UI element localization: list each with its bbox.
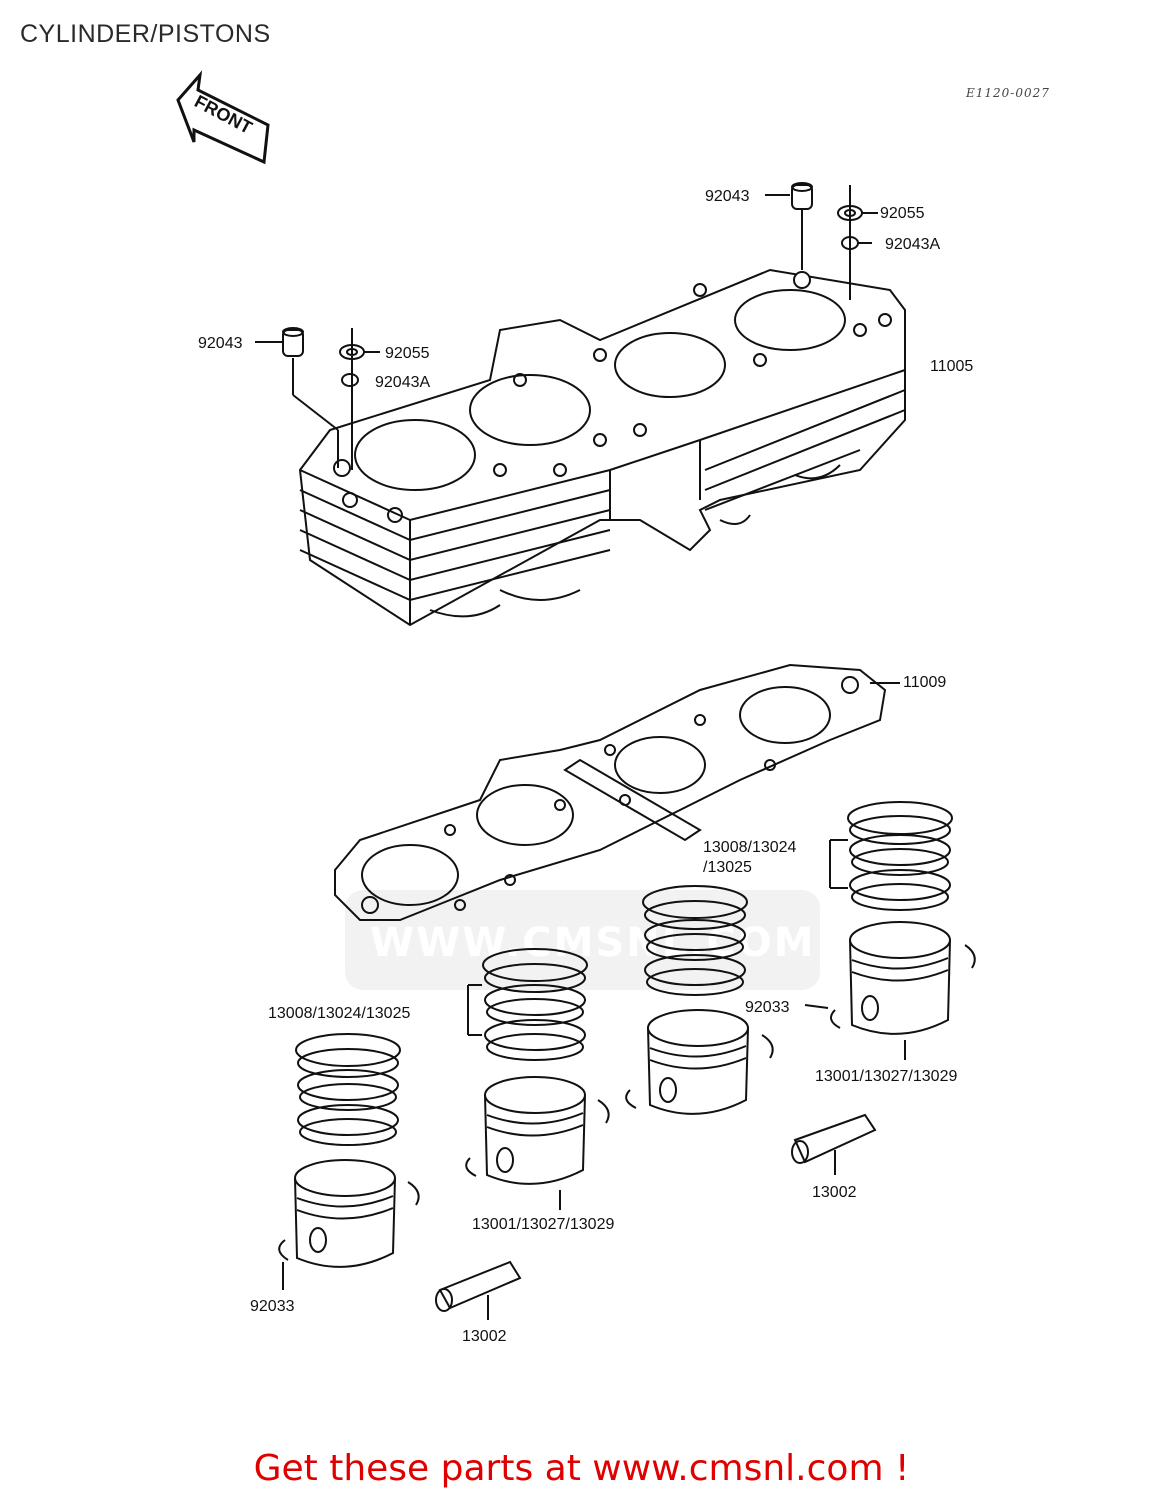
piston-left-middle: [465, 1076, 610, 1210]
promo-link[interactable]: Get these parts at www.cmsnl.com !: [253, 1448, 910, 1489]
label-piston-right: 13001/13027/13029: [815, 1068, 957, 1085]
piston-right: [804, 921, 976, 1060]
piston-left: [278, 1159, 420, 1290]
label-92043-left: 92043: [198, 335, 243, 352]
piston-middle: [625, 1009, 774, 1115]
label-92043-top: 92043: [705, 188, 750, 205]
label-11005: 11005: [930, 358, 973, 375]
page-title: CYLINDER/PISTONS: [20, 20, 271, 48]
label-11009: 11009: [903, 674, 946, 691]
label-13002-right: 13002: [812, 1184, 857, 1201]
label-rings-left: 13008/13024/13025: [268, 1005, 410, 1022]
piston-ring-set-right: [829, 801, 953, 911]
label-92033-left: 92033: [250, 1298, 295, 1315]
piston-ring-set-left: [295, 1033, 401, 1146]
label-13002-left: 13002: [462, 1328, 507, 1345]
cylinder-block-11005: [298, 268, 906, 627]
piston-pin-13002-left: [435, 1260, 522, 1320]
piston-ring-set-middle: [642, 885, 748, 996]
dowel-pin-92043-top: [765, 182, 813, 270]
dowel-pin-92043-left: [255, 327, 339, 468]
label-rings-right-line1: 13008/13024: [703, 839, 797, 856]
label-92055-top: 92055: [880, 205, 925, 222]
diagram-code-ref: E1120-0027: [966, 86, 1050, 100]
cylinder-gasket-11009: [334, 663, 900, 921]
parts-diagram: FRONT: [176, 70, 976, 1345]
piston-ring-set-left-middle: [467, 948, 588, 1061]
o-ring-92055-top: [837, 185, 878, 300]
label-92033-right: 92033: [745, 999, 790, 1016]
o-ring-92055-left: [339, 328, 380, 470]
label-rings-right-line2: /13025: [703, 859, 752, 876]
label-92043a-top: 92043A: [885, 236, 940, 253]
front-arrow-icon: FRONT: [176, 70, 270, 165]
label-92043a-left: 92043A: [375, 374, 430, 391]
label-piston-mid: 13001/13027/13029: [472, 1216, 614, 1233]
label-92055-left: 92055: [385, 345, 430, 362]
piston-pin-13002-right: [791, 1113, 877, 1175]
